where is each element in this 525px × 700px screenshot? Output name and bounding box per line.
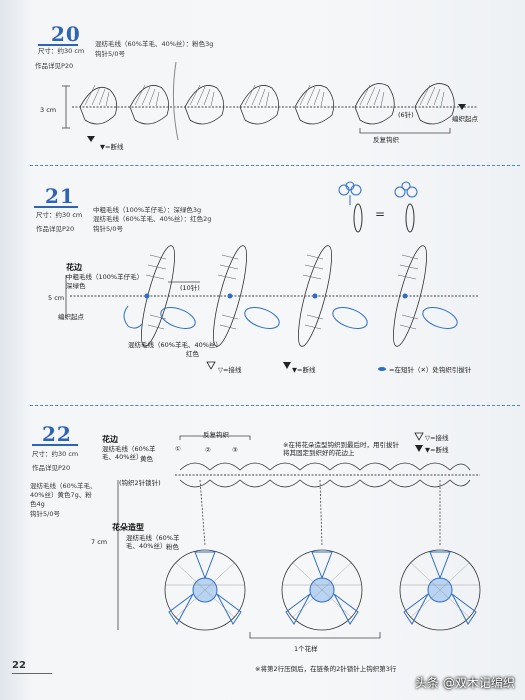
hook-spec: 钩针5/0号 xyxy=(93,225,123,233)
hook-spec: 钩针5/0号 xyxy=(30,510,60,518)
yarn-spec: 混纺毛线（60%羊毛、40%丝）：粉色3g xyxy=(95,40,214,48)
leaf-color: 红色 xyxy=(186,350,199,358)
yarn-spec: 中粗毛线（100%羊仔毛）：深绿色3g xyxy=(93,206,202,214)
hook-spec: 钩针5/0号 xyxy=(95,50,125,58)
pattern-number-21: 21 xyxy=(45,184,75,208)
size-label: 尺寸：约30 cm xyxy=(38,47,85,55)
edge-yarn: 中粗毛线（100%羊仔毛） xyxy=(66,273,144,281)
size-label: 尺寸：约30 cm xyxy=(32,450,79,458)
join-legend: ▽=接线 xyxy=(425,434,449,442)
mark-1: ① xyxy=(175,445,181,453)
flower-title: 花朵造型 xyxy=(112,523,144,532)
edge-yarn: 混纺毛线（60%羊毛、40%丝） xyxy=(102,445,156,461)
reference-label: 作品详见P20 xyxy=(32,464,71,472)
flower-yarn: 混纺毛线（60%羊毛、40%丝） xyxy=(126,534,180,550)
start-label: 编织起点 xyxy=(58,313,84,321)
footnote: ※将第2行压倒后，在链条的2针锁针上钩织第3行 xyxy=(255,665,397,673)
reference-label: 作品详见P20 xyxy=(36,225,75,233)
dimension-label: 7 cm xyxy=(91,538,108,546)
repeat-label: 反复钩织 xyxy=(203,431,229,439)
leaf-yarn: 混纺毛线（60%羊毛、40%丝） xyxy=(128,341,222,349)
chain-note: (钩织2针锁针) xyxy=(119,479,161,487)
number-underline xyxy=(34,206,78,208)
edge-title: 花边 xyxy=(102,435,118,444)
yarn-spec: 混纺毛线（60%羊毛、40%丝）黄色7g、粉色4g xyxy=(30,482,97,508)
cut-legend: ▼=断线 xyxy=(425,446,449,454)
size-label: 尺寸：约30 cm xyxy=(36,211,83,219)
pattern-number-22: 22 xyxy=(42,422,72,446)
watermark-brand: 头条 xyxy=(415,676,440,690)
svg-text:=: = xyxy=(375,207,385,221)
flower-color: 粉色 xyxy=(166,543,179,551)
footer-rule xyxy=(12,673,52,674)
slip-stitch-legend: =在短针（✕）处钩织引拔针 xyxy=(389,366,472,374)
stitch-count: (6针) xyxy=(398,111,414,119)
attach-note: ※在将花朵造型钩织到最后时，用引拔针将其固定到织好的花边上 xyxy=(283,441,399,457)
number-underline xyxy=(32,444,78,446)
section-divider xyxy=(30,165,520,166)
page-number: 22 xyxy=(12,660,26,671)
mark-2: ② xyxy=(205,446,211,454)
cut-legend: ▼=断线 xyxy=(292,366,316,374)
join-legend: ▽=接线 xyxy=(218,366,242,374)
watermark: 头条 @双木记编织 xyxy=(415,674,515,691)
repeat-label: 反复钩织 xyxy=(373,136,399,144)
cut-legend: ▼=断线 xyxy=(100,143,124,151)
edge-title: 花边 xyxy=(66,263,82,272)
dimension-label: 3 cm xyxy=(40,106,57,114)
pattern-repeat-label: 1个花样 xyxy=(294,645,318,653)
number-underline xyxy=(38,44,78,46)
edge-color: 黄色 xyxy=(140,455,153,463)
pattern-number-20: 20 xyxy=(51,22,81,46)
reference-label: 作品详见P20 xyxy=(35,62,74,70)
section-divider xyxy=(30,405,520,406)
dimension-label: 5 cm xyxy=(48,294,65,302)
watermark-handle: @双木记编织 xyxy=(442,676,515,690)
stitch-count: (10针) xyxy=(180,284,200,292)
mark-3: ③ xyxy=(232,446,238,454)
yarn-spec-2: 混纺毛线（60%羊毛、40%丝）：红色2g xyxy=(93,215,212,223)
start-label: 编织起点 xyxy=(452,115,478,123)
edge-color: 深绿色 xyxy=(66,282,86,290)
